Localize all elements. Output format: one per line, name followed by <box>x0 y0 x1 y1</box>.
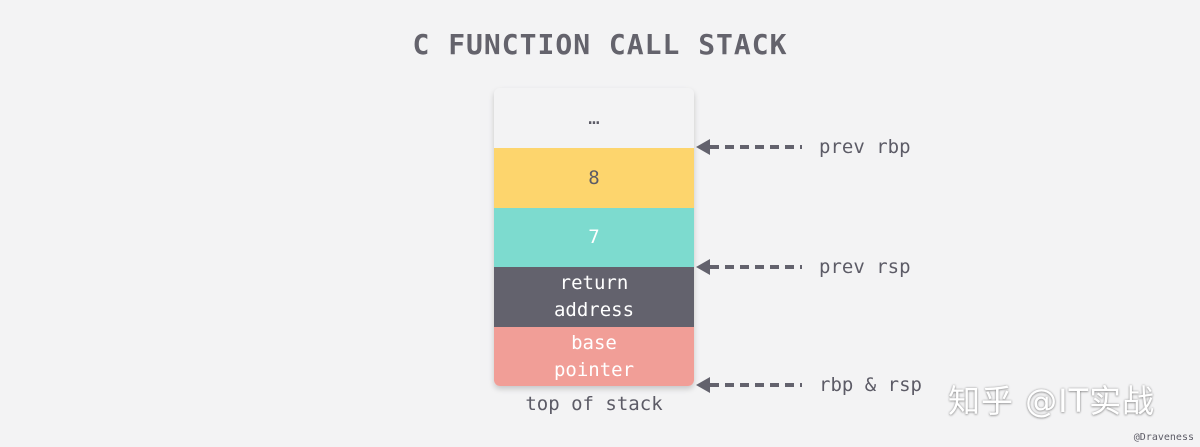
pointer-rbp-rsp-label: rbp & rsp <box>819 374 922 396</box>
watermark: 知乎 @IT实战 <box>948 382 1156 420</box>
stack-cell-7: 7 <box>494 208 694 267</box>
call-stack: … 8 7 return address base pointer <box>494 88 694 386</box>
pointer-prev-rbp-arrow <box>696 139 802 155</box>
author-credit: @Draveness <box>1133 432 1194 443</box>
base-pointer-line-2: pointer <box>553 358 635 381</box>
stack-cell-ellipsis: … <box>494 88 694 148</box>
stack-cell-ellipsis-text: … <box>588 106 600 129</box>
stack-cell-8: 8 <box>494 148 694 208</box>
base-pointer-line-1: base <box>571 331 617 354</box>
pointer-prev-rsp-arrow <box>696 259 802 275</box>
stack-cell-base-pointer: base pointer <box>494 327 694 386</box>
pointer-prev-rsp-label: prev rsp <box>819 256 911 278</box>
pointer-prev-rbp-label: prev rbp <box>819 136 911 158</box>
stack-cell-return-address: return address <box>494 267 694 327</box>
stack-bottom-label: top of stack <box>525 393 663 415</box>
return-address-line-2: address <box>553 299 635 321</box>
stack-cell-8-text: 8 <box>588 166 600 189</box>
diagram-title: C FUNCTION CALL STACK <box>412 28 788 61</box>
return-address-line-1: return <box>559 272 629 294</box>
stack-cell-7-text: 7 <box>588 226 600 248</box>
pointer-rbp-rsp-arrow <box>696 377 802 393</box>
